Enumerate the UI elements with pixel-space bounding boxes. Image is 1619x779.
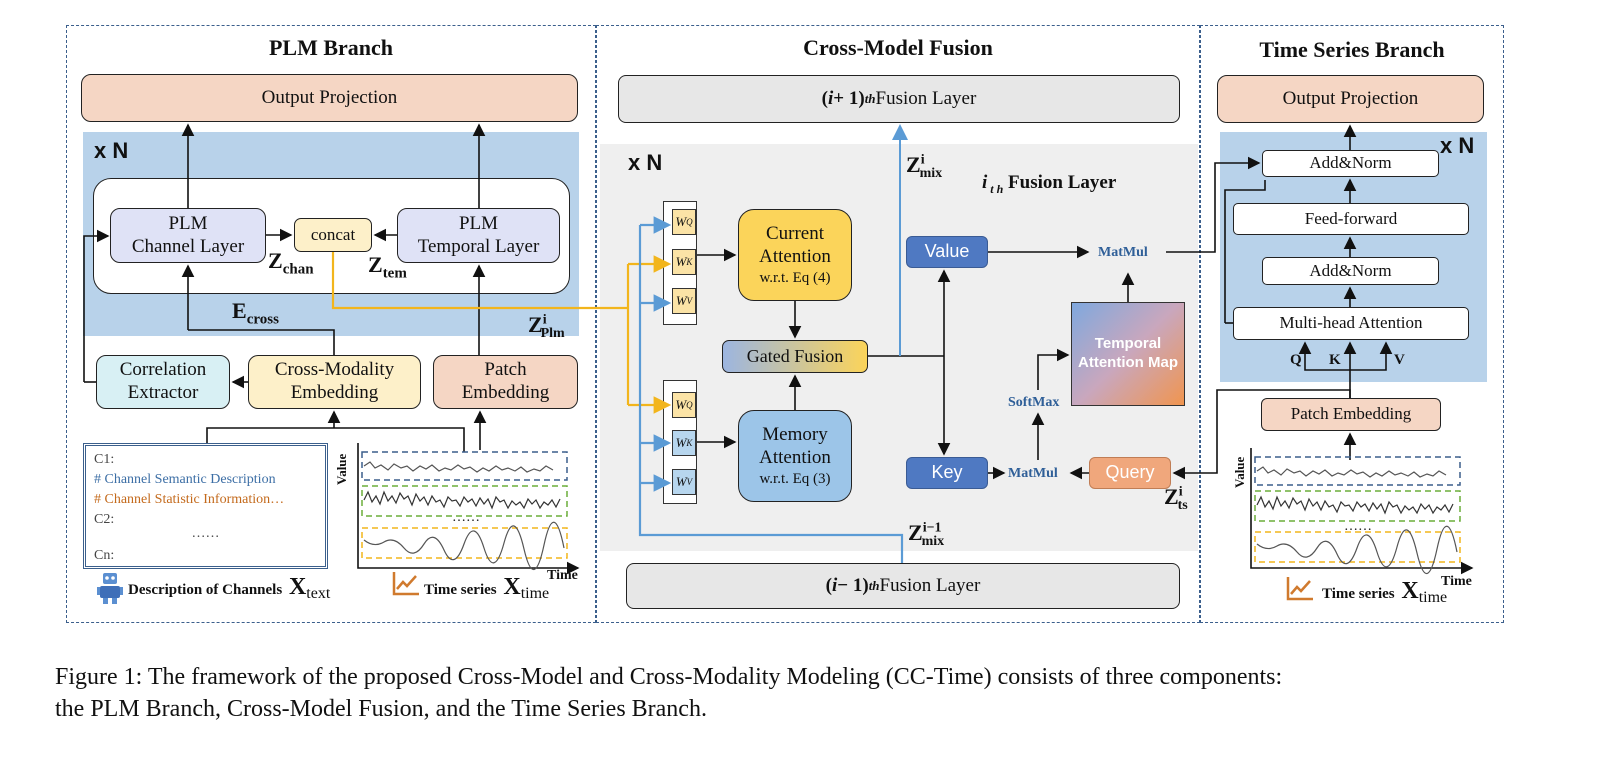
- patch-embedding-plm: Patch Embedding: [433, 355, 578, 409]
- plm-temporal-layer: PLM Temporal Layer: [397, 208, 560, 263]
- add-norm-bottom: Add&Norm: [1262, 257, 1439, 285]
- ts-label-plm: Time series Xtime: [424, 574, 550, 602]
- key-box: Key: [906, 457, 988, 489]
- softmax-label: SoftMax: [1008, 395, 1060, 410]
- z-plm-label: ZiPlm: [528, 312, 565, 342]
- multi-head-attention: Multi-head Attention: [1233, 307, 1469, 340]
- value-box: Value: [906, 236, 988, 268]
- cross-modality-embedding: Cross-Modality Embedding: [248, 355, 421, 409]
- caption-line2: the PLM Branch, Cross-Model Fusion, and …: [55, 696, 707, 722]
- ts-branch-title: Time Series Branch: [1259, 37, 1445, 62]
- desc-cn: Cn:: [94, 548, 115, 563]
- ts-repeat-label: x N: [1440, 133, 1475, 158]
- matmul-bottom: MatMul: [1008, 466, 1058, 481]
- z-mix-label: Zimix: [906, 152, 943, 182]
- desc-statistic: # Channel Statistic Information…: [94, 492, 285, 507]
- gated-fusion: Gated Fusion: [722, 340, 868, 373]
- plm-branch-panel: [66, 25, 596, 623]
- desc-channels-label: Description of Channels Xtext: [128, 574, 331, 602]
- plm-temporal-line2: Temporal Layer: [417, 235, 540, 257]
- desc-c2: C2:: [94, 512, 115, 527]
- robot-icon: [97, 573, 123, 604]
- k-label: K: [1329, 352, 1341, 368]
- correlation-extractor: Correlation Extractor: [96, 355, 230, 409]
- ts-dots-ts: ……: [1344, 519, 1372, 534]
- memory-attention: Memory Attention w.r.t. Eq (3): [738, 410, 852, 502]
- channel-description-box: C1: # Channel Semantic Description # Cha…: [83, 443, 328, 569]
- fusion-panel: [596, 25, 1200, 623]
- desc-c1: C1:: [94, 452, 115, 467]
- prev-fusion-layer: (i − 1)th Fusion Layer: [626, 563, 1180, 609]
- plm-temporal-line1: PLM: [458, 212, 499, 234]
- plm-branch-title: PLM Branch: [268, 35, 394, 60]
- matmul-top: MatMul: [1098, 245, 1148, 260]
- concat-box: concat: [294, 218, 372, 252]
- z-chan-label: Zchan: [268, 248, 314, 278]
- plm-channel-layer: PLM Channel Layer: [110, 208, 266, 263]
- caption-line1: Figure 1: The framework of the proposed …: [55, 664, 1283, 690]
- axis-value-ts: Value: [1232, 456, 1247, 488]
- query-box: Query: [1089, 457, 1171, 489]
- fusion-layer-title: i t h Fusion Layer: [982, 172, 1117, 196]
- axis-value-plm: Value: [334, 453, 349, 485]
- plm-output-projection: Output Projection: [81, 74, 578, 122]
- z-prev-label: Zi−1mix: [908, 520, 945, 550]
- ts-dots-plm: ……: [452, 510, 480, 525]
- plm-channel-line1: PLM: [168, 212, 208, 234]
- plm-repeat-label: x N: [94, 138, 129, 163]
- e-cross-label: Ecross: [232, 298, 279, 328]
- axis-time-ts: Time: [1441, 574, 1472, 589]
- add-norm-top: Add&Norm: [1262, 150, 1439, 177]
- chart-icon-ts: [1286, 577, 1313, 601]
- feed-forward: Feed-forward: [1233, 203, 1469, 235]
- next-fusion-layer: (i + 1)th Fusion Layer: [618, 75, 1180, 123]
- v-label: V: [1394, 352, 1405, 368]
- z-tem-label: Ztem: [368, 252, 407, 282]
- desc-dots: ……: [191, 526, 220, 541]
- ts-label-ts: Time series Xtime: [1322, 578, 1448, 606]
- axis-time-plm: Time: [547, 568, 578, 583]
- ts-patch-embedding: Patch Embedding: [1261, 398, 1441, 431]
- z-ts-label: Zits: [1164, 484, 1188, 514]
- temporal-attention-map: Temporal Attention Map: [1071, 302, 1185, 406]
- desc-semantic: # Channel Semantic Description: [94, 472, 276, 487]
- chart-icon-plm: [392, 572, 419, 596]
- ts-branch-panel: [1200, 25, 1504, 623]
- fusion-title: Cross-Model Fusion: [803, 35, 993, 60]
- current-attention: Current Attention w.r.t. Eq (4): [738, 209, 852, 301]
- q-label: Q: [1290, 352, 1302, 368]
- plm-channel-line2: Channel Layer: [131, 235, 245, 257]
- fusion-repeat-label: x N: [628, 150, 663, 175]
- ts-output-projection: Output Projection: [1217, 75, 1484, 123]
